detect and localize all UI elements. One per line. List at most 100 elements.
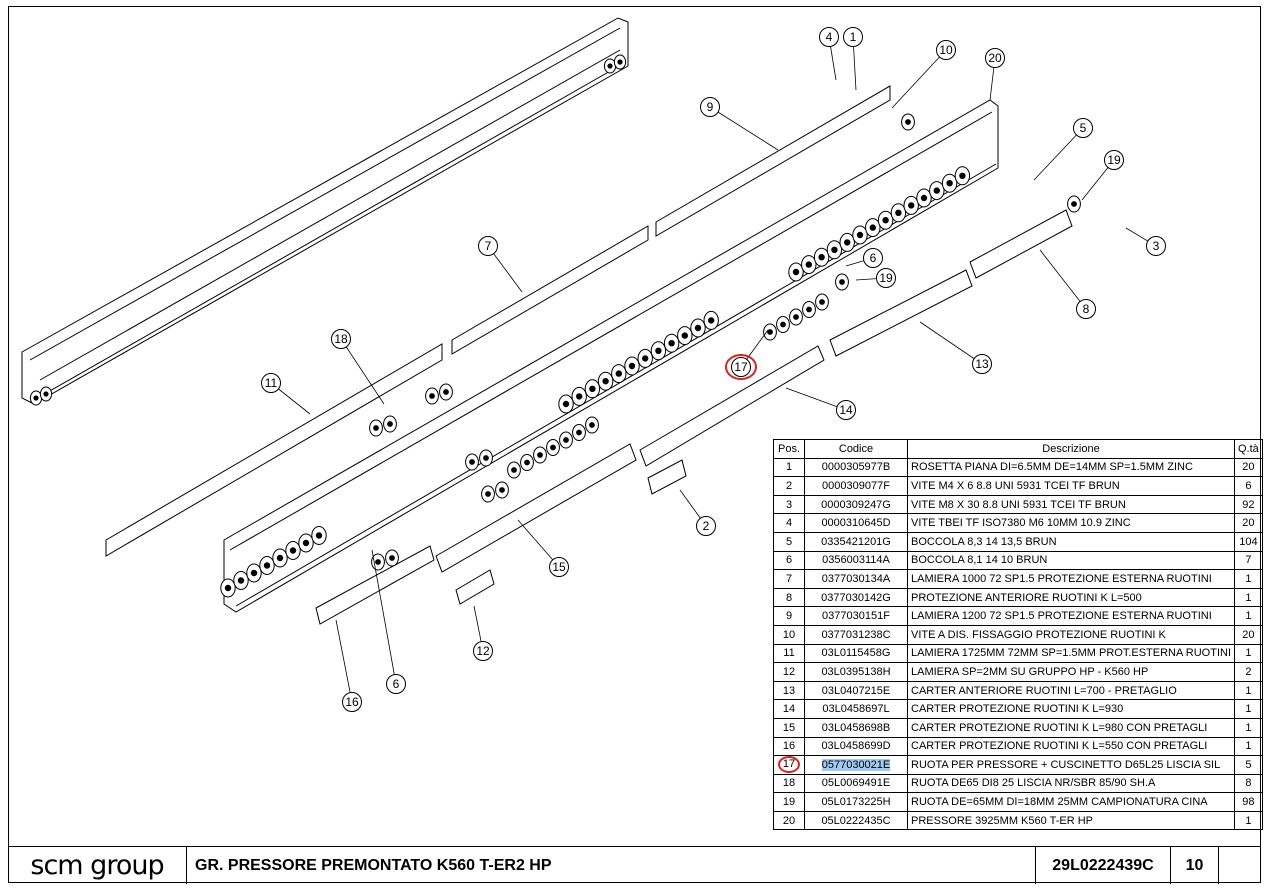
callout-label: 1	[850, 30, 857, 44]
row-code: 03L0458698B	[804, 717, 908, 738]
wheel-hub	[302, 539, 310, 547]
row-qty: 1	[1234, 736, 1263, 757]
callout-10: 10	[936, 40, 956, 60]
header-code: Codice	[804, 439, 908, 459]
wheel-hub	[869, 224, 876, 231]
wheel-hub	[819, 299, 825, 305]
row-qty: 7	[1234, 550, 1263, 571]
cover-8	[969, 209, 1073, 279]
row-description: CARTER PROTEZIONE RUOTINI K L=980 CON PR…	[907, 717, 1235, 738]
callout-1: 1	[843, 27, 863, 47]
row-pos: 20	[773, 810, 805, 831]
wheel-hub	[946, 180, 953, 187]
callout-19: 19	[876, 268, 896, 288]
wheel-hub	[615, 370, 622, 377]
title-block-empty-cell	[1219, 847, 1261, 884]
wheel-hub	[589, 422, 595, 428]
row-code: 0000310645D	[804, 513, 908, 533]
wheel-hub	[224, 584, 232, 592]
row-qty: 5	[1234, 755, 1263, 775]
row-code: 0377030151F	[804, 606, 908, 626]
wheel-hub	[389, 555, 395, 561]
callout-leader	[1033, 127, 1084, 181]
callout-2: 2	[696, 516, 716, 536]
wheel-hub	[429, 393, 435, 399]
wheel-hub	[576, 393, 583, 400]
wheel-hub	[485, 491, 491, 497]
wheel-hub	[276, 554, 284, 562]
wheel-hub	[882, 217, 889, 224]
callout-label: 15	[552, 560, 566, 574]
row-qty: 20	[1234, 457, 1263, 478]
plate-12-a	[455, 569, 495, 605]
far-beam	[21, 17, 629, 405]
row-qty: 1	[1234, 587, 1263, 608]
wheel-hub	[959, 172, 966, 180]
callout-label: 2	[703, 519, 710, 533]
row-pos: 15	[773, 717, 805, 738]
callout-16: 16	[342, 692, 362, 712]
callout-13: 13	[972, 354, 992, 374]
callout-leader	[517, 519, 560, 568]
row-description: CARTER PROTEZIONE RUOTINI K L=930	[907, 699, 1235, 719]
callout-label: 5	[1080, 121, 1087, 135]
callout-label: 12	[476, 644, 490, 658]
wheel-hub	[33, 395, 39, 401]
row-pos: 3	[773, 494, 805, 515]
row-description: BOCCOLA 8,3 14 13,5 BRUN	[907, 531, 1235, 552]
header-desc: Descrizione	[907, 439, 1235, 459]
row-qty: 20	[1234, 513, 1263, 533]
scm-group-logo: scm group	[8, 847, 187, 884]
callout-8: 8	[1076, 299, 1096, 319]
wheel-hub	[499, 487, 505, 493]
callout-leader	[1039, 249, 1087, 310]
row-description: CARTER PROTEZIONE RUOTINI K L=550 CON PR…	[907, 736, 1235, 757]
wheel-hub	[905, 119, 911, 125]
callout-3: 3	[1146, 236, 1166, 256]
row-pos: 1	[773, 457, 805, 478]
wheel-hub	[483, 455, 489, 461]
callout-label: 11	[265, 376, 278, 390]
parts-table-header: Pos. Codice Descrizione Q.tà	[773, 439, 1263, 459]
wheel-hub	[642, 355, 649, 362]
row-pos: 19	[773, 792, 805, 812]
callout-label: 18	[334, 332, 348, 346]
wheel-hub	[443, 389, 449, 395]
row-code: 03L0458699D	[804, 736, 908, 757]
callout-label: 7	[485, 239, 492, 253]
wheel-hub	[289, 547, 297, 554]
wheel-hub	[373, 425, 379, 431]
callout-15: 15	[549, 557, 569, 577]
row-qty: 1	[1234, 810, 1263, 831]
callout-17: 17	[725, 354, 757, 380]
callout-5: 5	[1073, 118, 1093, 138]
row-description: VITE M4 X 6 8.8 UNI 5931 TCEI TF BRUN	[907, 476, 1235, 496]
wheel-hub	[387, 421, 393, 427]
row-description: BOCCOLA 8,1 14 10 BRUN	[907, 550, 1235, 571]
wheel-hub	[780, 321, 786, 328]
row-description: ROSETTA PIANA DI=6.5MM DE=14MM SP=1.5MM …	[907, 457, 1235, 478]
cover-13	[829, 269, 973, 357]
row-code: 0577030021E	[804, 755, 908, 775]
row-code: 0000309077F	[804, 476, 908, 496]
wheel-hub	[767, 329, 773, 335]
cover-15	[435, 443, 637, 573]
row-qty: 1	[1234, 717, 1263, 738]
row-pos: 13	[773, 680, 805, 701]
row-qty: 92	[1234, 494, 1263, 515]
row-pos: 17	[773, 755, 805, 775]
wheel-hub	[607, 63, 613, 69]
wheel-hub	[602, 378, 609, 385]
